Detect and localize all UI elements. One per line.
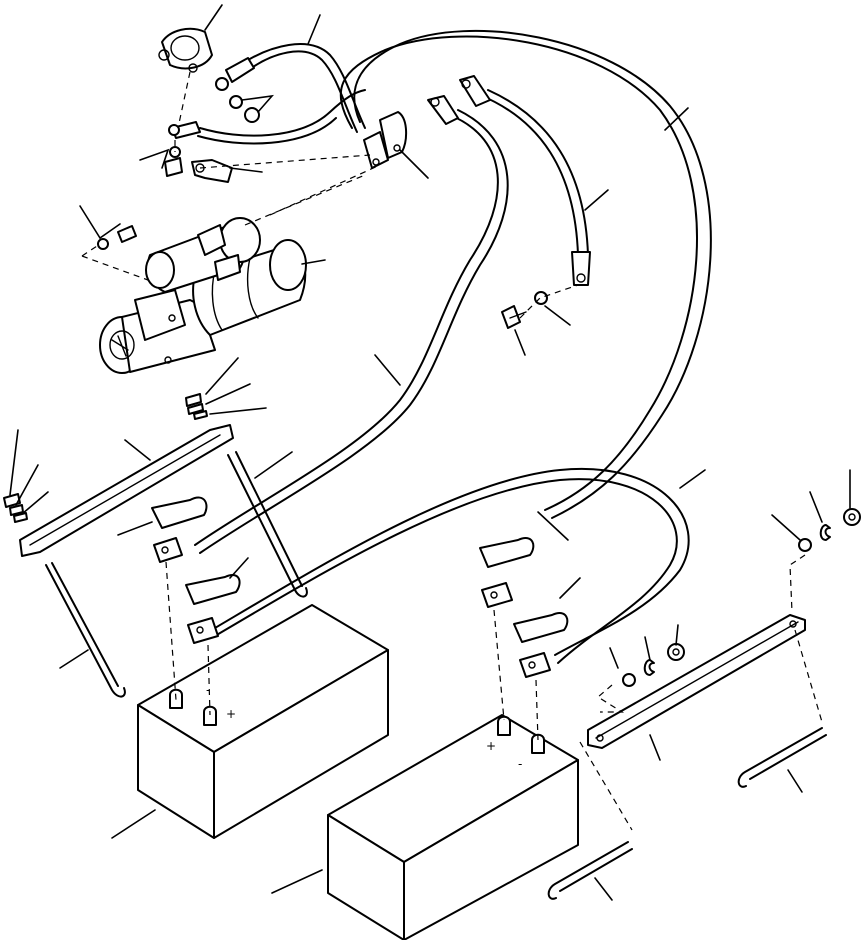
left-battery-positive-mark: + [226, 707, 236, 721]
right-hold-down-bar [587, 614, 806, 749]
right-positive-boot [479, 537, 535, 608]
ground-cable-end [501, 251, 591, 329]
solenoid-terminal-connector [363, 111, 408, 169]
top-cable-lugs [427, 75, 491, 125]
solenoid-top-cable [239, 43, 366, 133]
right-bar-hardware [622, 508, 861, 687]
starter-motor [99, 217, 307, 374]
ground-strap-cable [479, 89, 589, 256]
starter-small-washers [185, 393, 208, 420]
right-negative-boot [513, 612, 569, 678]
starter-mount-bolt [97, 225, 137, 250]
left-battery-negative-mark: - [206, 683, 210, 697]
left-j-bolt [45, 562, 126, 698]
right-j-bolt-lower [547, 841, 633, 900]
left-negative-boot [185, 574, 241, 644]
main-loop-cable [339, 29, 712, 519]
upper-hardware [164, 57, 260, 183]
right-j-bolt-upper [737, 727, 827, 788]
assembly-guide-lines [81, 71, 823, 831]
right-battery-negative-mark: - [518, 757, 522, 771]
middle-j-bolt [227, 451, 308, 598]
left-battery [137, 604, 389, 839]
solenoid-relay [158, 27, 213, 73]
right-battery-positive-mark: + [486, 739, 496, 753]
left-positive-cable [194, 109, 509, 554]
starter-lead-cable [197, 89, 366, 145]
left-hold-down-bar [3, 424, 234, 557]
right-battery [327, 714, 579, 940]
battery-crossover-cable [214, 467, 690, 664]
left-positive-boot [151, 496, 208, 563]
callout-leader-lines [9, 4, 851, 901]
